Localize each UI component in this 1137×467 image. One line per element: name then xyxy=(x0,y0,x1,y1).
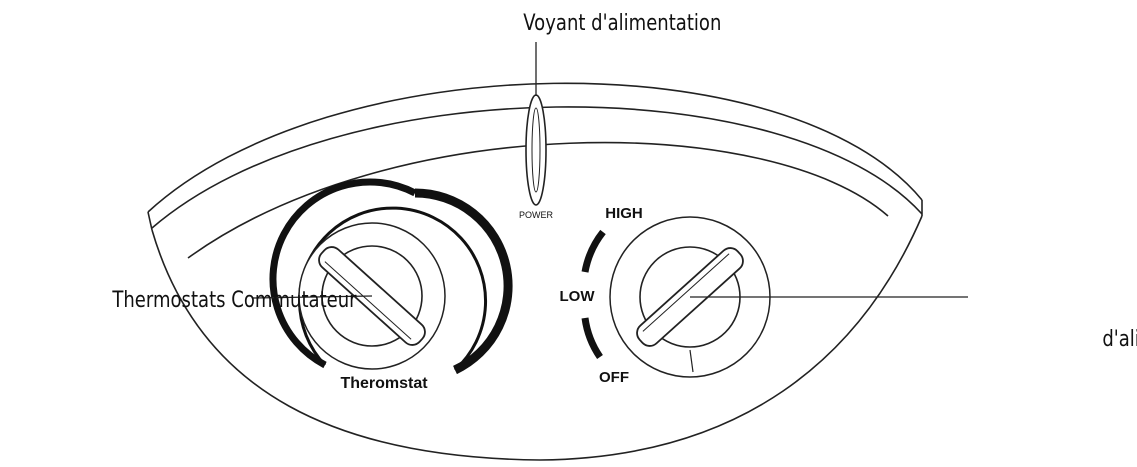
thermostat-dial[interactable] xyxy=(269,178,513,375)
panel-housing xyxy=(147,82,923,461)
panel-outer-top-edge xyxy=(147,82,923,213)
panel-left-end xyxy=(147,211,153,231)
power-scale-high-arc xyxy=(581,229,606,273)
power-indicator-light xyxy=(525,94,547,206)
setting-low-label: LOW xyxy=(560,288,596,305)
thermostat-scale-arc-thick xyxy=(269,178,417,369)
setting-high-label: HIGH xyxy=(605,205,643,222)
callout-power-switch: d'alimentation xyxy=(1102,325,1137,351)
power-selector-pointer xyxy=(689,349,694,373)
leader-thermostat-switch xyxy=(251,295,373,299)
power-label: POWER xyxy=(519,210,554,220)
setting-off-label: OFF xyxy=(599,369,629,386)
leader-lines xyxy=(251,42,968,299)
callout-power-light: Voyant d'alimentation xyxy=(523,9,721,35)
callout-thermostat-switch: Thermostats Commutateur xyxy=(111,286,357,312)
thermostat-scale-arc-thick-right xyxy=(414,188,513,375)
panel-bottom-curve xyxy=(151,215,923,461)
thermostat-label: Theromstat xyxy=(340,375,428,392)
power-selector-scale xyxy=(581,229,606,359)
panel-inner-edge xyxy=(187,141,889,259)
panel-second-edge xyxy=(151,106,923,229)
power-scale-low-arc xyxy=(581,317,603,359)
